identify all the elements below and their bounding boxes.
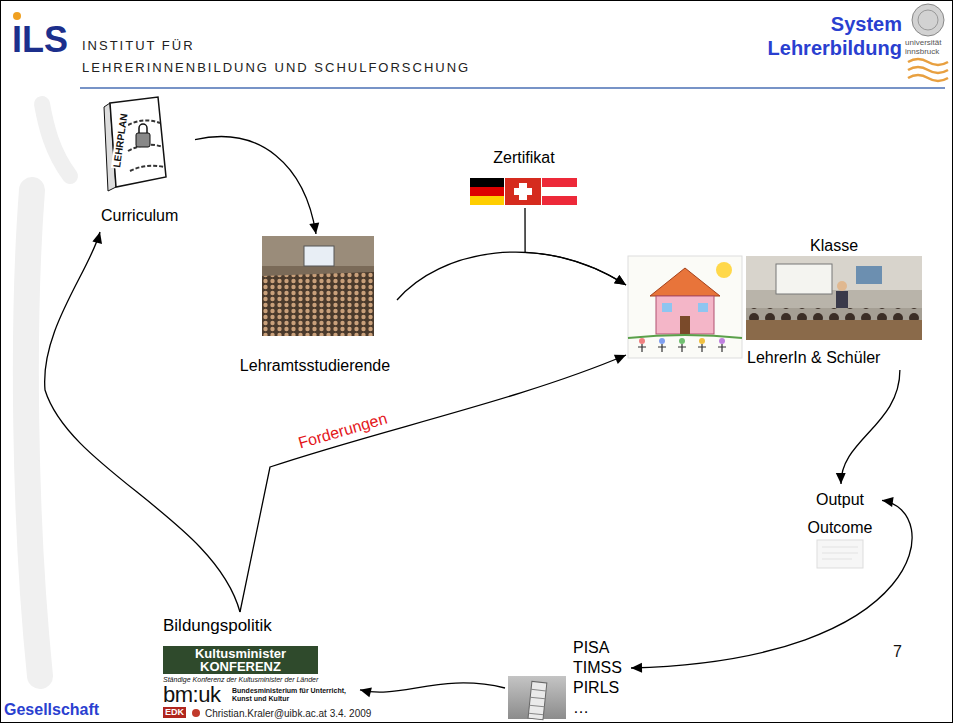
text-label: universität innsbruck [905,38,949,56]
text-label: bm:uk [163,685,220,705]
text-label: Ständige Konferenz der Kultusminister de… [163,676,318,684]
connector-line [360,683,505,692]
text-label: Gesellschaft [4,700,99,719]
connector [195,137,319,234]
arrowhead [309,222,319,234]
node-label: Lehramtsstudierende [235,356,395,375]
connector-line [631,500,912,668]
classroom-photo [746,256,922,340]
logo-figure [13,12,21,20]
node-label: Outcome [800,518,880,537]
diagram-node: KlasseLehrerIn & Schüler [626,236,926,370]
connector-line [240,355,626,612]
node-label: Output [800,490,880,509]
country-flags [470,178,577,205]
arrowhead [614,355,626,364]
text-label: Christian.Kraler@uibk.ac.at 3.4. 2009 [205,708,371,719]
text-label: 7 [893,643,902,661]
connector [360,683,505,697]
diagram-node: OutputOutcome [800,484,882,570]
node-label: Curriculum [101,206,178,225]
diagram-node: PISA TIMSS PIRLS … [505,638,631,720]
connector-line [525,208,626,285]
document-icon [817,540,863,568]
text-label: Kultusminister KONFERENZ [163,646,318,674]
child-drawing [628,256,742,358]
arrowhead [360,688,372,698]
text-label: INSTITUT FÜR [82,38,195,54]
connector [397,252,626,300]
connector-line [45,232,240,612]
arrowhead [614,275,626,285]
connector [631,497,912,673]
arrowhead [92,232,102,244]
lehrplan-book [104,97,166,191]
pisa-tower-photo [508,676,566,720]
header-rule [80,87,945,89]
diagram-node: Curriculum [95,92,195,232]
node-label: Zertifikat [468,148,580,167]
connector-line [195,137,316,234]
node-label: PISA TIMSS PIRLS … [573,638,625,718]
arrowhead [631,663,642,673]
node-label: LehrerIn & Schüler [747,348,880,367]
lecture-hall-photo [262,236,374,336]
connector [45,232,240,612]
edk-emblem [192,709,200,717]
connector [836,370,900,484]
edge-label: Forderungen [294,409,391,453]
arrowhead [614,275,626,285]
arrowhead [882,497,894,507]
hand-watermark [26,104,70,676]
connector [240,355,626,612]
text-label: LEHRERINNENBILDUNG UND SCHULFORSCHUNG [82,60,470,76]
diagram-node: Zertifikat [468,148,582,208]
connector [525,208,626,285]
arrowhead [836,473,846,484]
connector-line [841,370,900,484]
text-label: EDK [163,707,186,718]
slide-title: System Lehrerbildung [760,12,902,60]
text-label: ILS [12,20,68,60]
node-label: Klasse [810,236,858,255]
diagram-node: Lehramtsstudierende [235,234,397,376]
node-label: Bildungspolitik [163,616,272,636]
connector-line [397,252,626,300]
text-label: Bundesministerium für Unterricht, Kunst … [232,687,357,703]
